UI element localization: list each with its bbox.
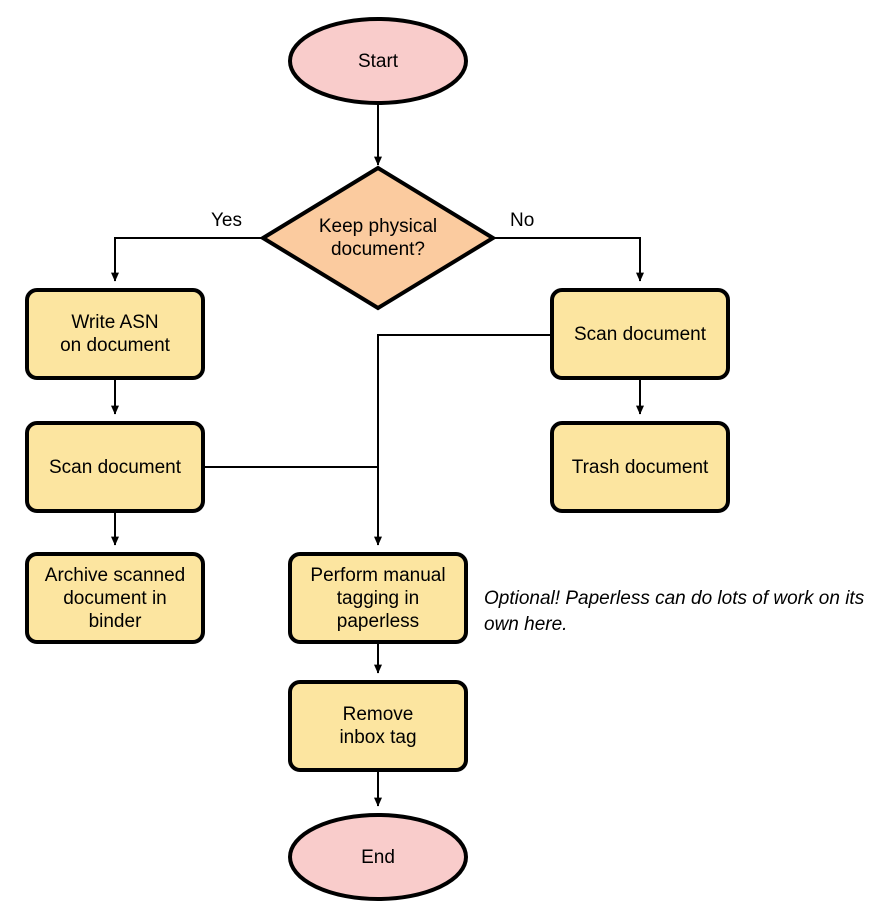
node-write-asn-shape[interactable] bbox=[25, 288, 205, 380]
edge-scan-right-to-tagging bbox=[374, 334, 551, 546]
node-end-shape[interactable] bbox=[288, 813, 468, 901]
node-tagging-shape[interactable] bbox=[288, 552, 468, 644]
edge-label-no: No bbox=[510, 210, 535, 231]
node-remove-inbox-shape[interactable] bbox=[288, 680, 468, 772]
node-start-shape[interactable] bbox=[288, 17, 468, 105]
node-trash-shape[interactable] bbox=[550, 421, 730, 513]
node-decision-shape[interactable] bbox=[259, 165, 497, 311]
node-scan-left-shape[interactable] bbox=[25, 421, 205, 513]
edge-label-yes: Yes bbox=[211, 210, 242, 231]
optional-note: Optional! Paperless can do lots of work … bbox=[484, 588, 865, 635]
node-archive-shape[interactable] bbox=[25, 552, 205, 644]
node-scan-right-shape[interactable] bbox=[550, 288, 730, 380]
edge-decision-no-to-scan-right bbox=[493, 237, 644, 282]
connectors bbox=[111, 104, 644, 807]
edge-decision-yes-to-write-asn bbox=[111, 237, 263, 282]
